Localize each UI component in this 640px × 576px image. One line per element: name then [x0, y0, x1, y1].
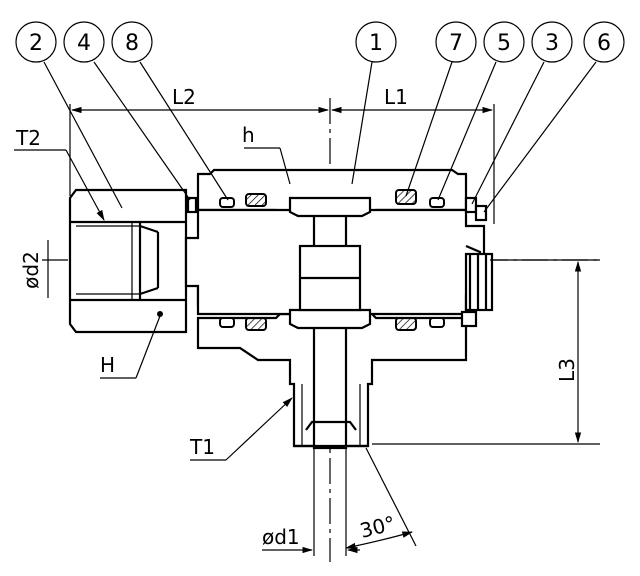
L2-label: L2 — [172, 85, 196, 109]
ring-upper-2 — [429, 197, 445, 208]
seals — [186, 189, 488, 331]
bearing-upper-right — [460, 310, 478, 328]
callout-8: 8 — [111, 21, 229, 201]
ring-lower-1 — [219, 317, 235, 328]
dimension-L3: L3 — [372, 259, 600, 445]
seal-upper-left — [245, 193, 267, 207]
L3-label: L3 — [555, 358, 579, 382]
H-label: H — [100, 353, 115, 377]
svg-text:6: 6 — [597, 31, 611, 56]
leader-T2: T2 — [14, 126, 105, 221]
L1-label: L1 — [384, 85, 408, 109]
svg-text:4: 4 — [77, 31, 91, 56]
ring-lower-2 — [429, 317, 445, 328]
svg-text:7: 7 — [449, 31, 463, 56]
seal-lower-left — [245, 317, 267, 331]
callout-5: 5 — [437, 21, 525, 201]
callout-7: 7 — [405, 21, 477, 197]
callout-4: 4 — [63, 21, 191, 201]
svg-text:1: 1 — [369, 31, 383, 56]
h-label: h — [242, 123, 255, 147]
callout-2: 2 — [15, 21, 123, 209]
T1-label: T1 — [189, 435, 215, 459]
svg-text:5: 5 — [497, 31, 511, 56]
dimension-angle: 30° — [344, 447, 417, 550]
retainer-right — [474, 204, 488, 222]
seal-lower-right — [395, 317, 417, 331]
dimension-d1: ød1 — [262, 446, 360, 556]
d1-label: ød1 — [262, 525, 300, 549]
dimension-d2: ød2 — [19, 240, 49, 298]
T2-label: T2 — [15, 126, 41, 150]
snap-ring-left — [186, 196, 198, 214]
d2-label: ød2 — [19, 251, 43, 289]
dimension-L: L2 L1 — [69, 85, 495, 224]
svg-text:3: 3 — [545, 31, 559, 56]
svg-text:2: 2 — [29, 31, 43, 56]
vertical-port — [288, 196, 372, 450]
svg-text:8: 8 — [125, 31, 139, 56]
callout-1: 1 — [351, 21, 397, 185]
leader-T1: T1 — [189, 397, 293, 461]
seal-upper-right — [395, 189, 417, 205]
hex-nut — [68, 188, 188, 334]
leader-H: H — [100, 311, 163, 379]
leader-h: h — [242, 123, 291, 185]
callout-3: 3 — [471, 21, 573, 205]
callout-6: 6 — [483, 21, 625, 213]
